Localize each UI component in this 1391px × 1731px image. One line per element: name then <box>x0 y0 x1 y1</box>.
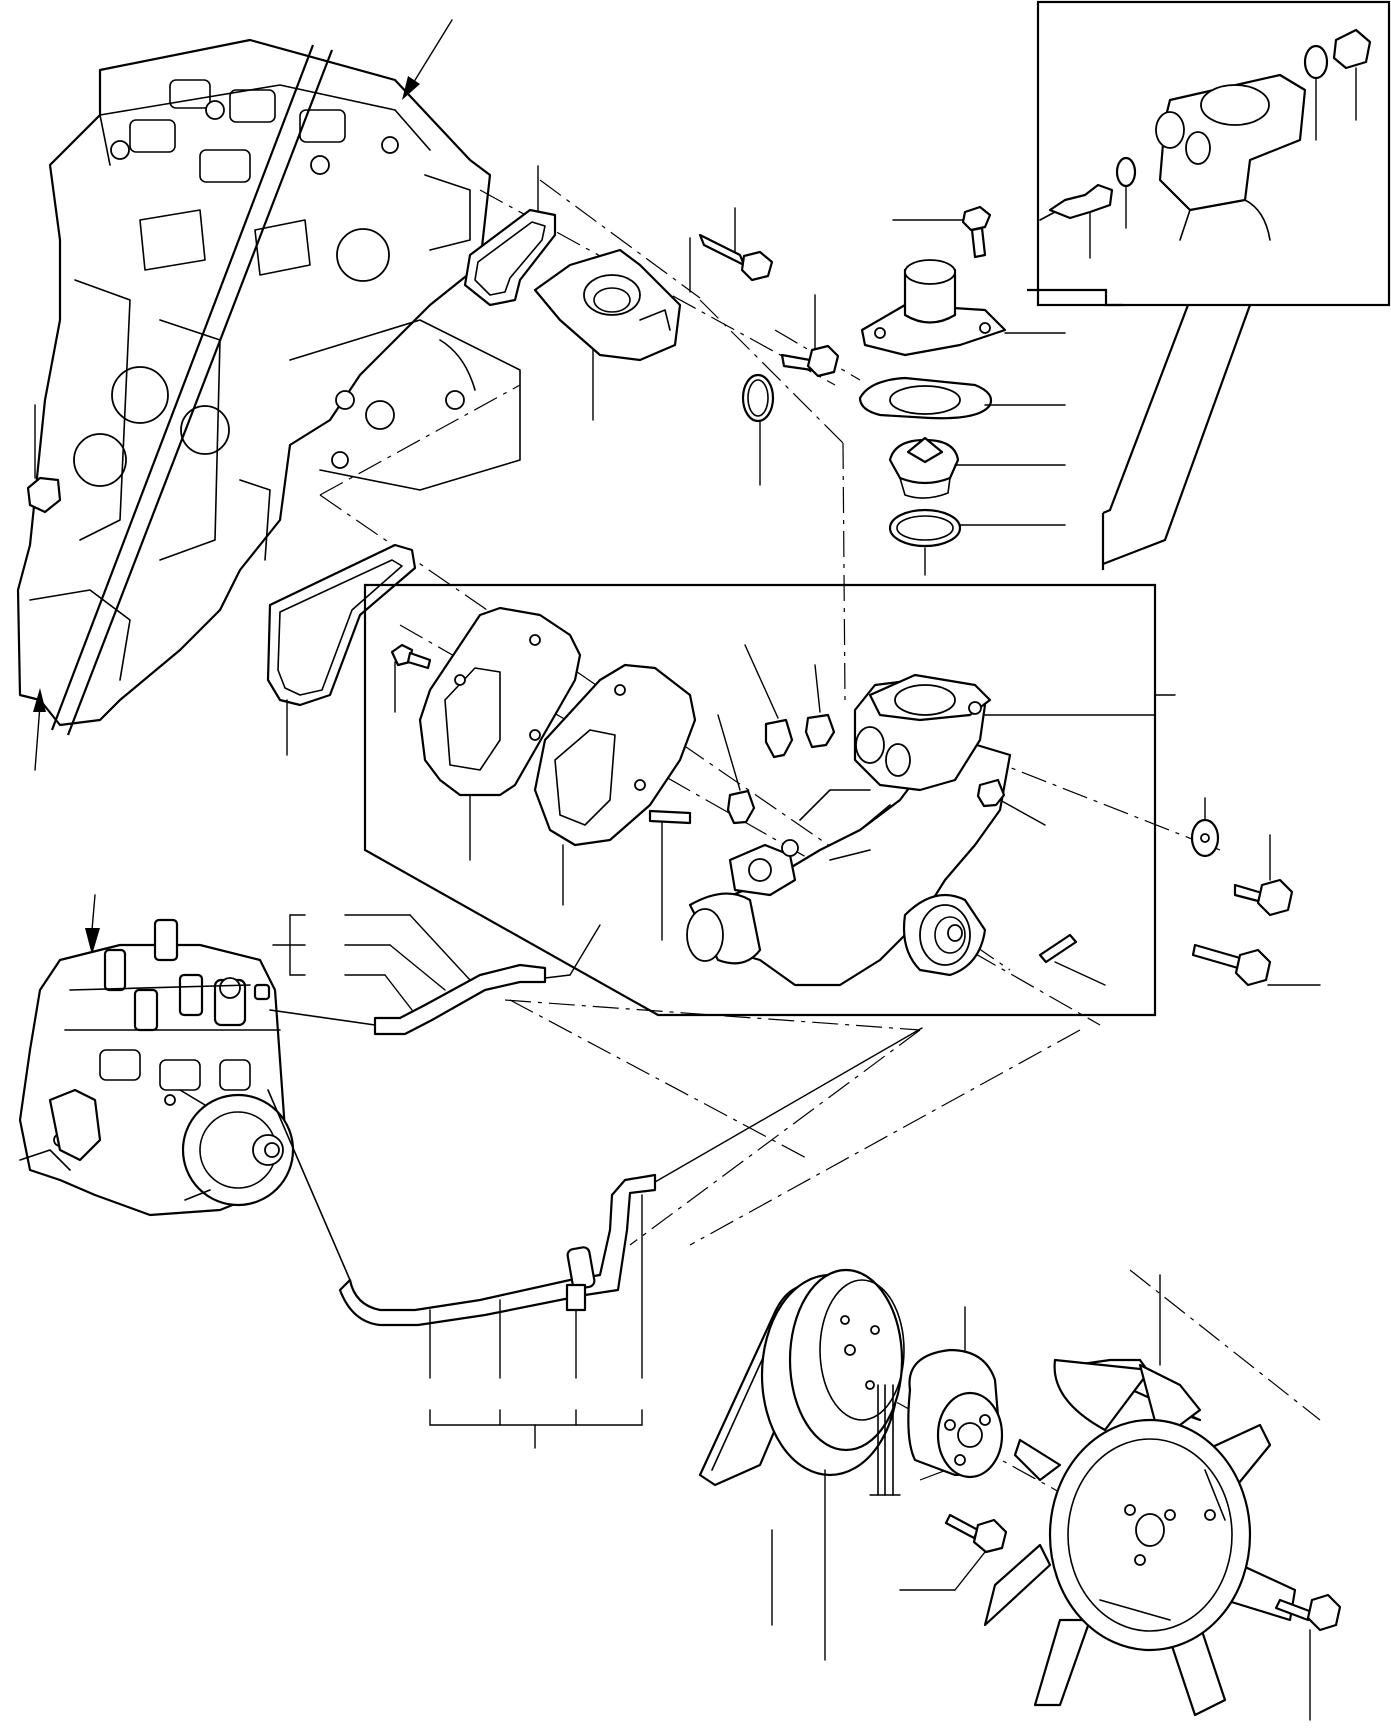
cooling-fan <box>983 1274 1297 1717</box>
fuel-pipes <box>267 914 923 1449</box>
inset-detail-panel <box>1027 0 1391 570</box>
injection-pump <box>18 894 295 1217</box>
pump-mounting-hardware <box>1190 797 1321 987</box>
thermostat-parts <box>463 165 1066 576</box>
cylinder-block <box>16 19 521 771</box>
water-pump-assembly <box>363 583 1176 1017</box>
fan-drive-parts <box>698 1268 1342 1721</box>
